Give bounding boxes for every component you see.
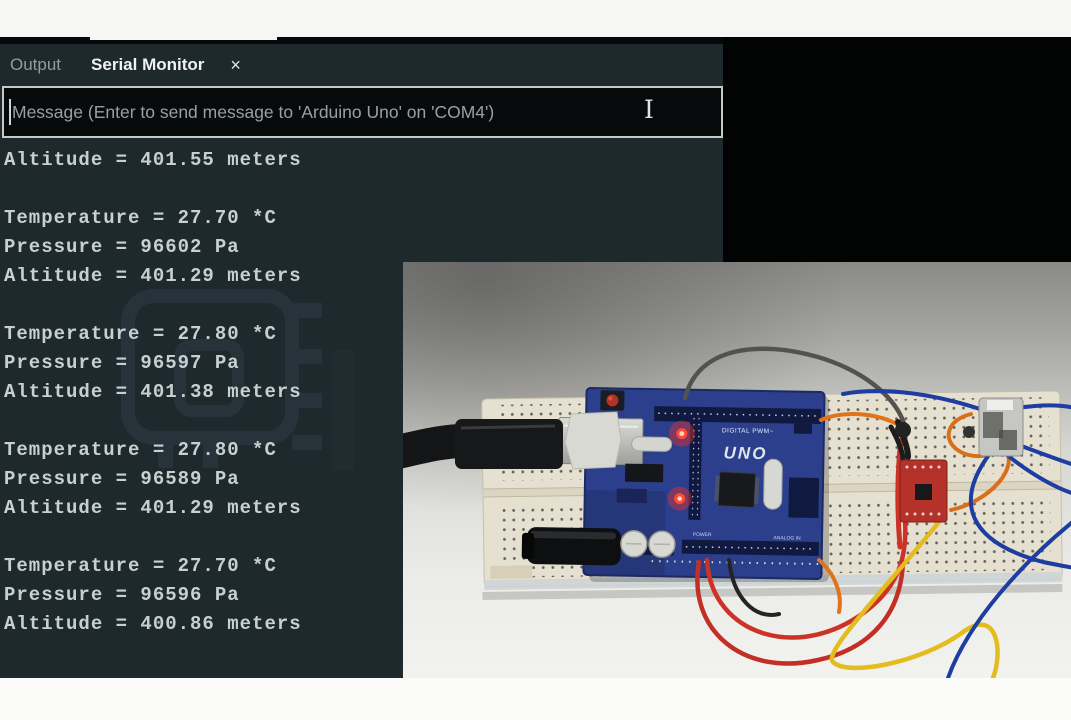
console-line bbox=[4, 523, 404, 552]
console-line bbox=[4, 175, 404, 204]
usb-plug bbox=[455, 419, 563, 469]
wires bbox=[682, 346, 1071, 678]
orange-wire-4 bbox=[817, 558, 842, 614]
red-wire-1 bbox=[704, 517, 908, 640]
console-line bbox=[4, 407, 404, 436]
console-line: Temperature = 27.70 *C bbox=[4, 555, 277, 577]
crystal-oscillator bbox=[631, 436, 673, 452]
console-line: Pressure = 96596 Pa bbox=[4, 584, 240, 606]
ibeam-cursor-icon: I bbox=[644, 95, 654, 124]
usb-foil bbox=[564, 411, 622, 470]
console-line: Altitude = 401.38 meters bbox=[4, 381, 302, 403]
tab-bar: Output Serial Monitor × bbox=[0, 44, 723, 86]
mcu-chip bbox=[714, 471, 760, 509]
breadboard-clip bbox=[490, 565, 533, 579]
blue-wire-6 bbox=[841, 389, 985, 412]
close-icon[interactable]: × bbox=[230, 55, 241, 75]
rf-module bbox=[963, 397, 1024, 457]
console-line: Altitude = 400.86 meters bbox=[4, 613, 302, 635]
black-wire-cluster bbox=[888, 419, 911, 463]
power-led bbox=[668, 420, 695, 447]
console-line: Altitude = 401.29 meters bbox=[4, 265, 302, 287]
console-line: Pressure = 96602 Pa bbox=[4, 236, 240, 258]
bottom-white-band bbox=[0, 678, 1071, 720]
analog-header bbox=[681, 539, 819, 557]
breadboard-photo: DIGITAL PWM~ UNO POWER ANALOG IN bbox=[403, 262, 1071, 678]
red-wire-2 bbox=[695, 559, 906, 666]
console-line: Pressure = 96589 Pa bbox=[4, 468, 240, 490]
sensor-module bbox=[899, 459, 948, 523]
message-input-wrap: I bbox=[2, 86, 723, 138]
smd-ic bbox=[624, 463, 664, 483]
top-white-band bbox=[0, 0, 1071, 37]
icsp-header bbox=[788, 477, 820, 519]
power-label: POWER bbox=[693, 532, 712, 538]
text-caret bbox=[9, 99, 11, 125]
blue-wire-5 bbox=[946, 520, 1071, 678]
tab-top-notch bbox=[90, 37, 277, 40]
console-line: Altitude = 401.29 meters bbox=[4, 497, 302, 519]
console-line bbox=[4, 291, 404, 320]
reset-button bbox=[600, 390, 625, 411]
tx-led bbox=[667, 486, 692, 511]
message-input[interactable] bbox=[4, 88, 721, 136]
blue-wire-3 bbox=[999, 448, 1071, 495]
console-line: Temperature = 27.80 *C bbox=[4, 323, 277, 345]
blue-wire-4 bbox=[968, 450, 1071, 570]
console-line: Altitude = 401.55 meters bbox=[4, 149, 302, 171]
board-header-label: DIGITAL PWM~ bbox=[722, 427, 774, 435]
console-line: Temperature = 27.80 *C bbox=[4, 439, 277, 461]
breadboard-photo-image: DIGITAL PWM~ UNO POWER ANALOG IN bbox=[403, 262, 1071, 678]
tab-serial-monitor[interactable]: Serial Monitor bbox=[91, 55, 205, 74]
console-line: Temperature = 27.70 *C bbox=[4, 207, 277, 229]
chip-watermark-icon bbox=[121, 289, 354, 470]
power-jack bbox=[521, 527, 622, 566]
analog-label: ANALOG IN bbox=[773, 535, 801, 541]
electrolytic-capacitors bbox=[620, 530, 676, 559]
console-output[interactable]: Altitude = 401.55 meters Temperature = 2… bbox=[4, 146, 404, 639]
black-wire bbox=[727, 558, 781, 617]
gray-wire bbox=[682, 346, 909, 435]
capacitor-capsule bbox=[763, 458, 783, 510]
panel-top-edge bbox=[0, 37, 723, 44]
board-label: UNO bbox=[723, 443, 767, 463]
tab-output[interactable]: Output bbox=[10, 55, 62, 74]
console-line: Pressure = 96597 Pa bbox=[4, 352, 240, 374]
yellow-wire bbox=[829, 514, 1000, 678]
